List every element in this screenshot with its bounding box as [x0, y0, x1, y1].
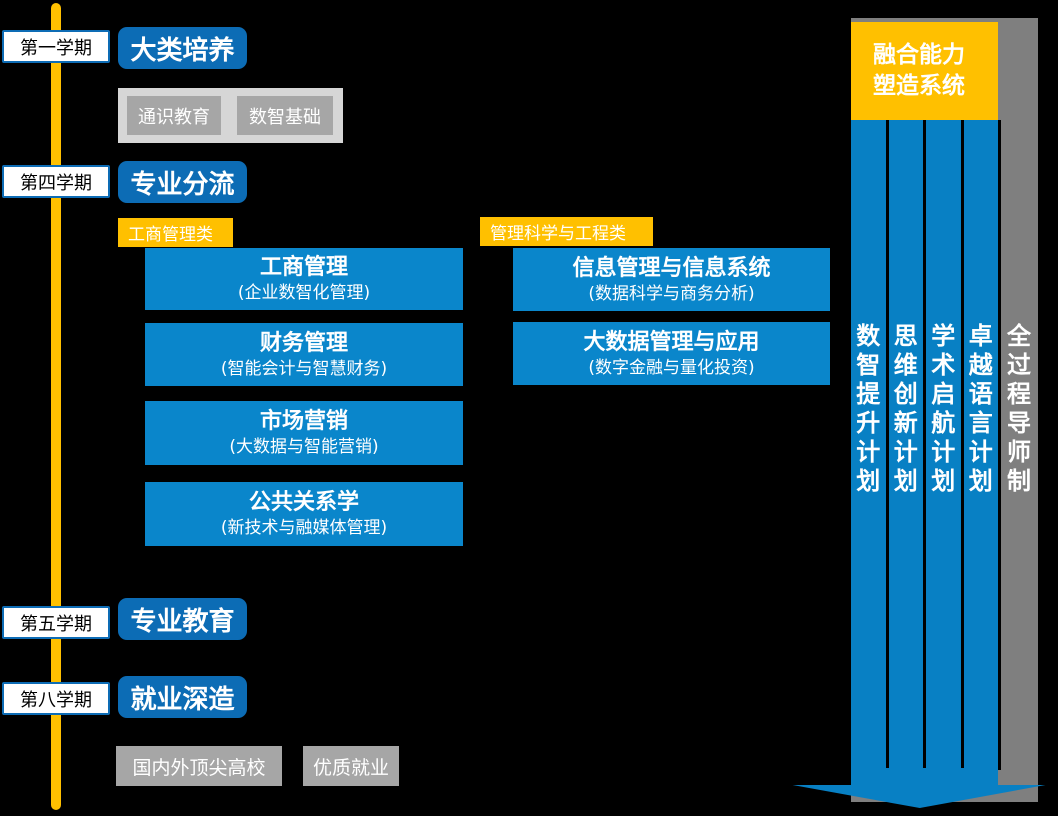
- program-box: 信息管理与信息系统 (数据科学与商务分析): [513, 248, 830, 311]
- program-title: 公共关系学: [248, 490, 359, 515]
- plan-label: 卓越语言计划: [968, 322, 993, 495]
- program-title: 财务管理: [259, 330, 348, 356]
- category-label-mgmt-science: 管理科学与工程类: [480, 217, 653, 246]
- foundation-chip: 通识教育: [127, 96, 221, 135]
- semester-label-8: 第八学期: [2, 682, 110, 715]
- semester-label-5: 第五学期: [2, 606, 110, 639]
- outcome-chip-universities: 国内外顶尖高校: [116, 746, 282, 786]
- plan-column: 卓越语言计划: [963, 120, 998, 770]
- milestone-major-education: 专业教育: [118, 598, 247, 640]
- plan-columns: 数智提升计划 思维创新计划 学术启航计划 卓越语言计划: [851, 120, 1001, 770]
- program-box: 工商管理 (企业数智化管理): [145, 248, 463, 310]
- program-box: 公共关系学 (新技术与融媒体管理): [145, 482, 463, 546]
- program-box: 市场营销 (大数据与智能营销): [145, 401, 463, 465]
- plan-label: 学术启航计划: [931, 322, 956, 495]
- program-subtitle: (智能会计与智慧财务): [220, 358, 388, 379]
- plan-label: 数智提升计划: [856, 322, 881, 495]
- plan-column: 数智提升计划: [851, 120, 886, 770]
- milestone-career-further-study: 就业深造: [118, 676, 247, 718]
- down-arrow-neck: [851, 768, 998, 788]
- milestone-major-split: 专业分流: [118, 161, 247, 203]
- program-subtitle: (数据科学与商务分析): [588, 283, 755, 304]
- plan-label: 思维创新计划: [893, 322, 918, 495]
- program-title: 市场营销: [259, 409, 348, 434]
- milestone-general-training: 大类培养: [118, 27, 247, 69]
- semester-label-1: 第一学期: [2, 30, 110, 63]
- plan-column: 思维创新计划: [888, 120, 923, 770]
- foundation-container: 通识教育 数智基础: [118, 88, 343, 143]
- category-label-business-admin: 工商管理类: [118, 218, 233, 247]
- foundation-chip: 数智基础: [237, 96, 333, 135]
- program-subtitle: (大数据与智能营销): [229, 437, 379, 457]
- program-box: 财务管理 (智能会计与智慧财务): [145, 323, 463, 386]
- program-subtitle: (新技术与融媒体管理): [220, 518, 388, 538]
- capability-header-line1: 融合能力: [873, 42, 965, 68]
- program-subtitle: (数字金融与量化投资): [588, 357, 755, 378]
- capability-header-line2: 塑造系统: [873, 73, 965, 99]
- program-box: 大数据管理与应用 (数字金融与量化投资): [513, 322, 830, 385]
- outcome-chip-employment: 优质就业: [303, 746, 399, 786]
- program-title: 大数据管理与应用: [583, 329, 760, 355]
- plan-column: 学术启航计划: [926, 120, 961, 770]
- program-subtitle: (企业数智化管理): [237, 283, 371, 303]
- capability-system-header: 融合能力 塑造系统: [851, 22, 998, 120]
- semester-label-4: 第四学期: [2, 165, 110, 198]
- program-title: 信息管理与信息系统: [572, 255, 771, 281]
- timeline-line: [51, 3, 61, 810]
- mentor-system-label: 全过程导师制: [1007, 322, 1031, 495]
- program-title: 工商管理: [259, 255, 348, 280]
